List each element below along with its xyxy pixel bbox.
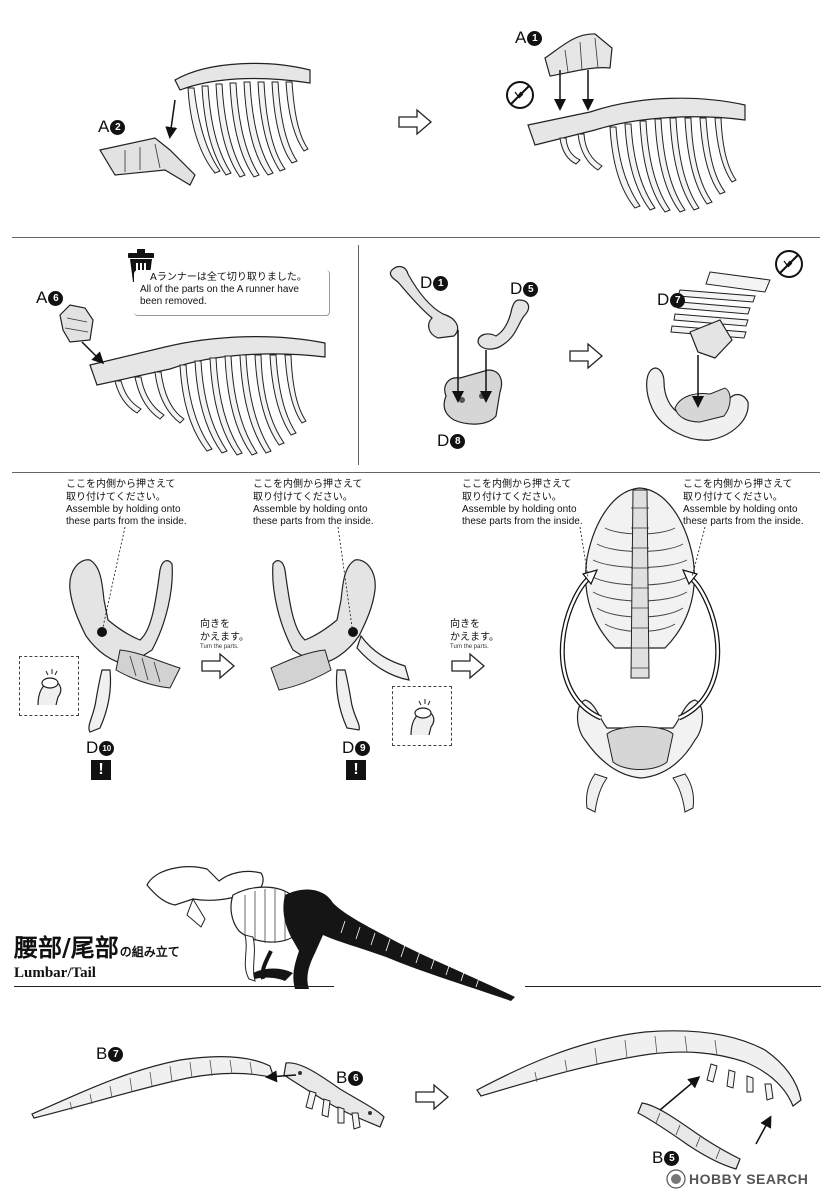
section-title: 腰部/尾部 の組み立て (14, 932, 186, 962)
arrow-a2 (165, 99, 178, 139)
ribcage-a6-illustration (89, 336, 326, 456)
turn-arrow-icon-2 (451, 652, 485, 680)
ribcage-illustration (174, 62, 311, 178)
leader-line-1 (102, 526, 126, 628)
section-title-en: Lumbar/Tail (14, 965, 96, 981)
hold-note-1: ここを内側から押さえて 取り付けてください。 Assemble by holdi… (66, 479, 187, 527)
detail-callout-1 (19, 656, 79, 716)
part-a6-illustration (59, 304, 94, 343)
turn-arrow-icon-1 (201, 652, 235, 680)
turn-note-2: 向きを かえます。 Turn the parts. (450, 619, 499, 650)
section-underline-right (525, 986, 821, 987)
section-title-jp-main: 腰部/尾部 (14, 933, 119, 962)
watermark-logo-icon (666, 1169, 686, 1189)
note-en-line1: All of the parts on the A runner have (140, 284, 299, 295)
tail-assembled-illustration (476, 1030, 802, 1107)
torso-top-view-illustration (559, 487, 721, 813)
watermark: HOBBY SEARCH (666, 1169, 808, 1189)
tail-b7-illustration (31, 1056, 275, 1119)
removed-note: Aランナーは全て切り取りました。 All of the parts on the… (134, 270, 330, 316)
next-arrow-icon-3 (415, 1083, 449, 1111)
no-glue-icon-2 (775, 250, 803, 278)
pelvis-side-view-2 (270, 559, 410, 731)
next-arrow-icon (398, 108, 432, 136)
note-jp: Aランナーは全て切り取りました。 (150, 272, 307, 283)
section-underline-left (14, 986, 334, 987)
divider-2 (12, 472, 820, 473)
vertical-divider (358, 245, 359, 465)
no-glue-icon (506, 81, 534, 109)
ribcage-assembled-illustration (527, 97, 746, 213)
part-b5-illustration (637, 1102, 741, 1170)
part-a1-illustration (544, 33, 613, 77)
turn-note-1: 向きを かえます。 Turn the parts. (200, 619, 249, 650)
hold-note-2: ここを内側から押さえて 取り付けてください。 Assemble by holdi… (253, 479, 374, 527)
leader-lines-3-4 (579, 526, 706, 578)
arrows-d8 (452, 330, 492, 403)
caution-icon-1: ! (91, 760, 111, 780)
leader-line-2 (337, 526, 353, 628)
next-arrow-icon-2 (569, 342, 603, 370)
arrow-a6 (81, 341, 105, 365)
hold-note-4: ここを内側から押さえて 取り付けてください。 Assemble by holdi… (683, 479, 804, 527)
section-title-jp-sub: の組み立て (119, 945, 180, 959)
arrow-d7 (692, 355, 704, 408)
part-d5-illustration (477, 299, 530, 350)
pelvis-side-view-1 (69, 559, 181, 733)
part-d1-illustration (389, 265, 459, 339)
note-en-line2: been removed. (140, 296, 207, 307)
part-d7-illustration (670, 271, 771, 359)
arrows-a1 (554, 70, 594, 111)
caution-icon-2: ! (346, 760, 366, 780)
trex-silhouette-illustration (146, 866, 515, 1001)
hold-note-3: ここを内側から押さえて 取り付けてください。 Assemble by holdi… (462, 479, 583, 527)
part-a2-illustration (99, 137, 196, 186)
arrow-b6 (265, 1070, 297, 1083)
watermark-text: HOBBY SEARCH (689, 1171, 809, 1187)
detail-callout-2 (392, 686, 452, 746)
divider-1 (12, 237, 820, 238)
tail-b6-illustration (283, 1062, 385, 1130)
arrows-b5 (659, 1076, 772, 1145)
